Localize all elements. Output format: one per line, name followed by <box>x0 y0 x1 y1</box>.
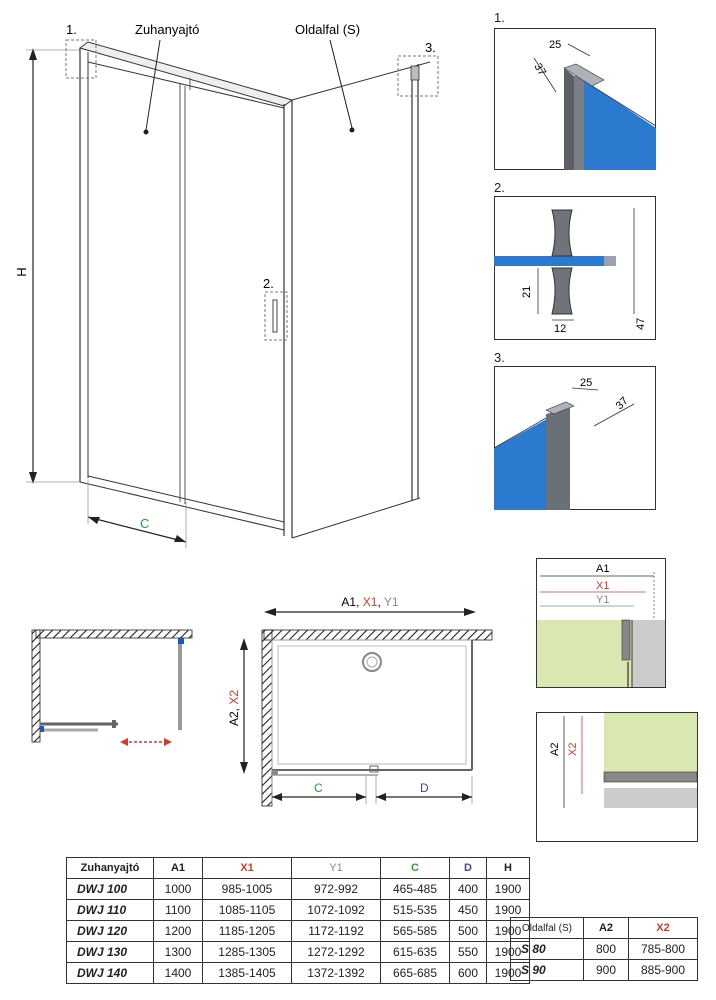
side-col-a2: A2 <box>583 917 629 939</box>
table-cell: 1072-1092 <box>291 899 381 921</box>
detail-1-drawing: 25 37 <box>494 28 656 170</box>
sep-2: , <box>377 595 383 609</box>
callout-2-label: 2. <box>263 276 274 291</box>
h-label: H <box>14 267 29 276</box>
svg-text:A1, X1, Y1: A1, X1, Y1 <box>341 595 399 609</box>
door-col-c: C <box>380 857 450 879</box>
table-cell: DWJ 120 <box>66 920 154 942</box>
sep-1: , <box>356 595 363 609</box>
detail-1-title: 1. <box>494 10 505 25</box>
table-cell: S 90 <box>510 959 584 981</box>
table-cell: 565-585 <box>380 920 450 942</box>
table-cell: 400 <box>449 878 487 900</box>
table-cell: 900 <box>583 959 629 981</box>
table-cell: 1172-1192 <box>291 920 381 942</box>
sep-3: , <box>228 705 241 712</box>
x1-label: X1 <box>363 595 378 609</box>
plan-d-label: D <box>420 781 429 795</box>
table-cell: 665-685 <box>380 962 450 984</box>
table-cell: 1200 <box>153 920 203 942</box>
detail-1-dim-a: 25 <box>549 39 561 51</box>
callout-3-label: 3. <box>425 40 436 55</box>
door-label: Zuhanyajtó <box>135 22 199 37</box>
a2-label: A2 <box>228 711 241 726</box>
side-label: Oldalfal (S) <box>295 22 360 37</box>
door-col-h: H <box>486 857 530 879</box>
detail-2-dim-a: 21 <box>521 286 533 298</box>
table-cell: 1400 <box>153 962 203 984</box>
detail-2-dim-b: 12 <box>554 323 566 335</box>
table-cell: 985-1005 <box>202 878 292 900</box>
mini-detail-b: A2 X2 <box>536 712 698 842</box>
detail-3-drawing: 25 37 <box>494 366 656 510</box>
table-cell: DWJ 130 <box>66 941 154 963</box>
door-col-d: D <box>449 857 487 879</box>
mini-b-a2: A2 <box>549 743 561 756</box>
mini-a-x1: X1 <box>596 580 609 592</box>
main-perspective-drawing: H C 1. 2. 3. Zuhanyajtó Oldalfal (S) <box>14 22 439 548</box>
door-col-model: Zuhanyajtó <box>66 857 154 879</box>
x2-label: X2 <box>228 690 241 705</box>
a1-label: A1 <box>341 595 356 609</box>
side-table-header: Oldalfal (S) A2 X2 <box>510 917 698 939</box>
mini-b-x2: X2 <box>567 743 579 756</box>
table-cell: S 80 <box>510 938 584 960</box>
y1-label: Y1 <box>384 595 399 609</box>
table-cell: 785-800 <box>628 938 698 960</box>
table-cell: 450 <box>449 899 487 921</box>
table-cell: DWJ 140 <box>66 962 154 984</box>
c-label: C <box>140 516 149 531</box>
mini-detail-a: A1 X1 Y1 <box>536 558 666 688</box>
callout-1-label: 1. <box>66 22 77 37</box>
table-cell: 465-485 <box>380 878 450 900</box>
table-cell: 515-535 <box>380 899 450 921</box>
detail-3-dim-a: 25 <box>580 377 592 389</box>
table-cell: 1085-1105 <box>202 899 292 921</box>
table-cell: DWJ 110 <box>66 899 154 921</box>
door-col-a1: A1 <box>153 857 203 879</box>
small-plan-view <box>31 629 193 746</box>
table-cell: 800 <box>583 938 629 960</box>
table-cell: 1100 <box>153 899 203 921</box>
side-col-x2: X2 <box>628 917 698 939</box>
table-cell: 600 <box>449 962 487 984</box>
main-plan-view: A1, X1, Y1 A2, X2 C D <box>228 595 493 807</box>
door-col-x1: X1 <box>202 857 292 879</box>
table-cell: 1372-1392 <box>291 962 381 984</box>
detail-2-dim-c: 47 <box>635 318 647 330</box>
detail-2-drawing: 21 12 47 <box>494 196 656 340</box>
detail-1-dim-b: 37 <box>531 61 548 78</box>
svg-text:A2, X2: A2, X2 <box>228 690 241 726</box>
side-col-model: Oldalfal (S) <box>510 917 584 939</box>
table-cell: 1272-1292 <box>291 941 381 963</box>
table-cell: 1300 <box>153 941 203 963</box>
table-cell: 500 <box>449 920 487 942</box>
table-cell: 1385-1405 <box>202 962 292 984</box>
detail-3-title: 3. <box>494 350 505 365</box>
mini-a-a1: A1 <box>596 563 609 575</box>
table-cell: 550 <box>449 941 487 963</box>
table-cell: 1185-1205 <box>202 920 292 942</box>
table-cell: 885-900 <box>628 959 698 981</box>
door-table-header: Zuhanyajtó A1 X1 Y1 C D H <box>66 857 530 879</box>
table-cell: 1285-1305 <box>202 941 292 963</box>
table-cell: DWJ 100 <box>66 878 154 900</box>
table-cell: 1000 <box>153 878 203 900</box>
plan-c-label: C <box>314 781 323 795</box>
door-col-y1: Y1 <box>291 857 381 879</box>
table-cell: 615-635 <box>380 941 450 963</box>
detail-2-title: 2. <box>494 180 505 195</box>
table-cell: 972-992 <box>291 878 381 900</box>
mini-a-y1: Y1 <box>596 594 609 606</box>
table-cell: 1900 <box>486 878 530 900</box>
